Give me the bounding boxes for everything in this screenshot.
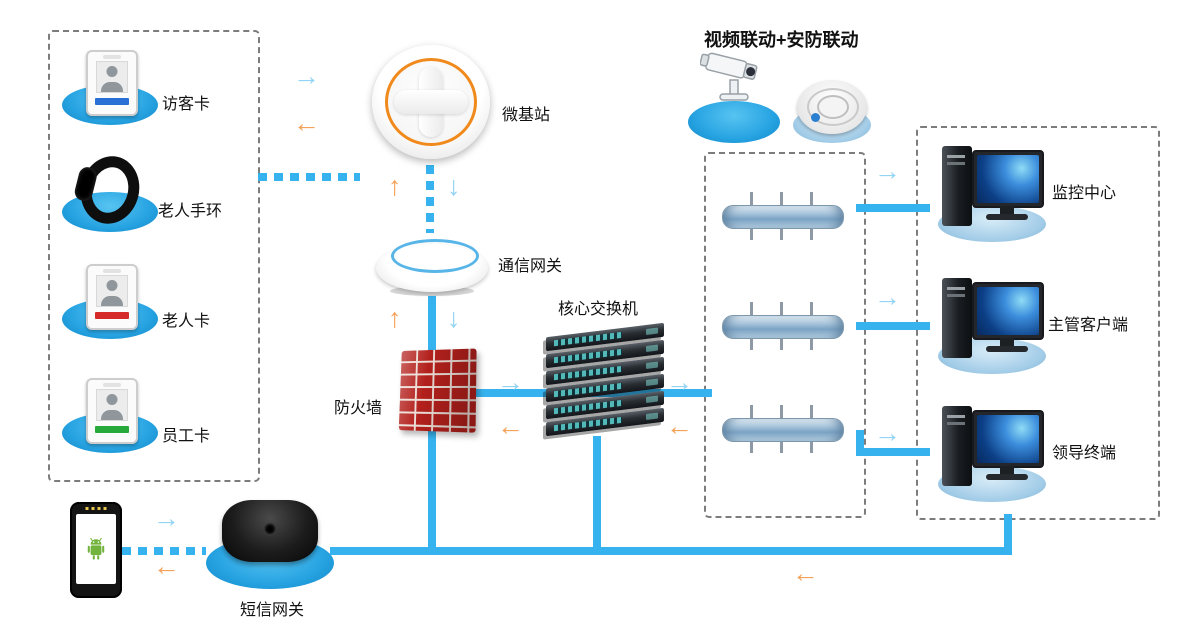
core-switch-icon xyxy=(546,322,664,449)
visitor-card-icon xyxy=(86,50,138,116)
micro-base-station-icon xyxy=(372,45,490,159)
firewall-icon xyxy=(398,348,477,433)
label-sms-gateway: 短信网关 xyxy=(240,602,305,619)
connector-switch-down xyxy=(593,436,601,555)
label-supervisor-client: 主管客户端 xyxy=(1048,317,1129,334)
label-switch: 核心交换机 xyxy=(558,301,639,318)
connector-client-riser xyxy=(1004,514,1012,555)
wireless-link-station-gateway xyxy=(426,165,434,233)
label-employee-card: 员工卡 xyxy=(162,428,211,445)
label-leader-terminal: 领导终端 xyxy=(1052,445,1117,462)
connector-bus1-client1 xyxy=(856,204,930,212)
connector-bus3-vertical xyxy=(856,430,864,456)
comm-gateway-icon xyxy=(376,236,488,296)
label-base-station: 微基站 xyxy=(502,107,551,124)
supervisor-client-pc-icon xyxy=(940,278,1046,370)
label-firewall: 防火墙 xyxy=(334,400,383,417)
wireless-link-terminals xyxy=(258,173,360,181)
label-elder-card: 老人卡 xyxy=(162,313,211,330)
elder-card-icon xyxy=(86,264,138,330)
bus-segment-1 xyxy=(722,192,844,240)
arrow-left-icon: ← xyxy=(497,411,524,441)
bus-segment-2 xyxy=(722,302,844,350)
smoke-detector-icon xyxy=(797,80,867,134)
label-monitor-center: 监控中心 xyxy=(1052,185,1117,202)
cctv-camera-icon xyxy=(699,46,770,113)
arrow-right-icon: → xyxy=(497,367,524,397)
connector-bottom-bus xyxy=(330,547,1012,555)
employee-card-icon xyxy=(86,378,138,444)
label-visitor-card: 访客卡 xyxy=(162,96,211,113)
arrow-left-icon: ← xyxy=(666,411,693,441)
arrow-left-icon: ← xyxy=(792,558,819,588)
arrow-up-icon: ↑ xyxy=(388,303,402,333)
arrow-right-icon: → xyxy=(874,418,901,448)
label-elder-band: 老人手环 xyxy=(158,203,223,220)
bus-group-box xyxy=(704,152,866,518)
arrow-right-icon: → xyxy=(293,61,320,91)
android-icon xyxy=(87,537,105,560)
arrow-right-icon: → xyxy=(153,503,180,533)
arrow-right-icon: → xyxy=(874,282,901,312)
label-gateway: 通信网关 xyxy=(498,258,563,275)
label-security-linkage: 视频联动+安防联动 xyxy=(704,30,859,50)
connector-bus2-client2 xyxy=(856,322,930,330)
connector-bus3-client3 xyxy=(856,448,930,456)
arrow-right-icon: → xyxy=(874,156,901,186)
terminal-group-box xyxy=(48,30,260,482)
camera-ellipse xyxy=(688,101,780,143)
monitor-center-pc-icon xyxy=(940,146,1046,238)
arrow-down-icon: ↓ xyxy=(447,171,461,201)
speaker-dots xyxy=(85,507,107,510)
bus-segment-3 xyxy=(722,405,844,453)
arrow-down-icon: ↓ xyxy=(447,303,461,333)
wireless-link-phone-sms xyxy=(122,547,206,555)
leader-terminal-pc-icon xyxy=(940,406,1046,498)
arrow-right-icon: → xyxy=(666,367,693,397)
mobile-phone-icon xyxy=(70,502,122,598)
sms-gateway-icon xyxy=(222,500,318,562)
arrow-left-icon: ← xyxy=(293,108,320,138)
arrow-left-icon: ← xyxy=(153,551,180,581)
arrow-up-icon: ↑ xyxy=(388,171,402,201)
